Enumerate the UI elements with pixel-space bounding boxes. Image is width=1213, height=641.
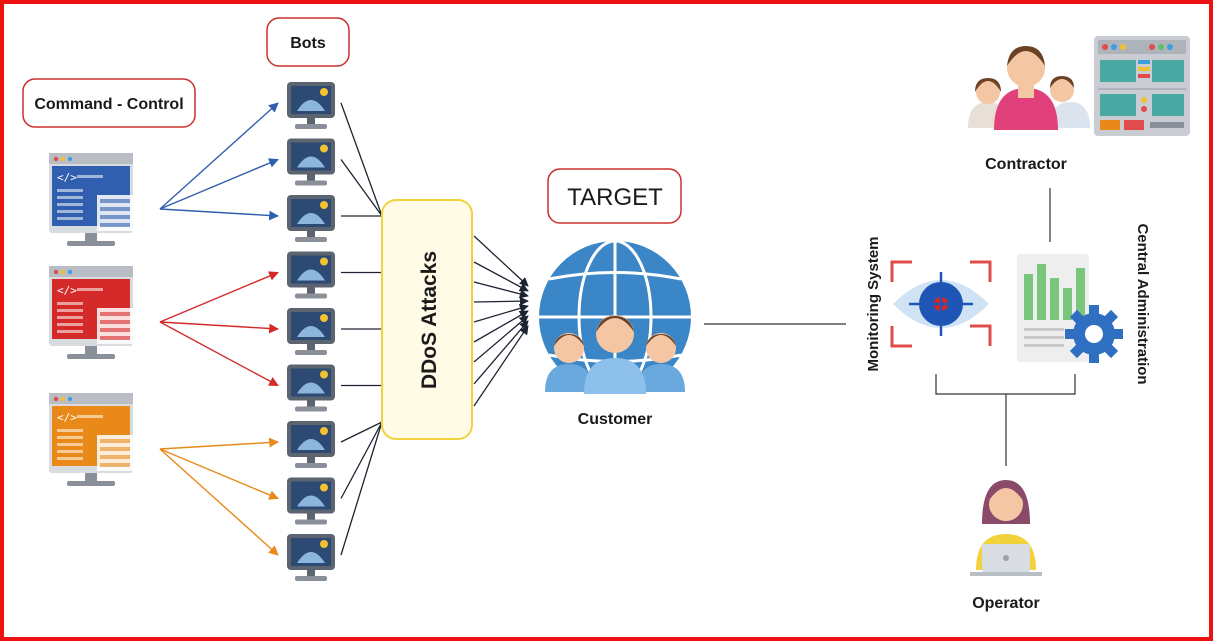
ddos-arrow	[473, 315, 529, 363]
bot-line	[340, 421, 383, 499]
operator-icon	[970, 480, 1042, 576]
ddos-arrow	[473, 320, 529, 385]
svg-text:DDoS Attacks: DDoS Attacks	[418, 251, 441, 389]
ddos-attacks-box: DDoS Attacks	[381, 199, 473, 440]
ddos-arrow	[473, 303, 529, 323]
bot-computer-9	[287, 534, 335, 581]
controller-arrows	[159, 102, 279, 556]
svg-text:TARGET: TARGET	[567, 184, 663, 211]
ddos-arrow	[473, 235, 529, 287]
monitoring-eye-icon	[890, 260, 992, 348]
customer-label: Customer	[578, 411, 653, 428]
bot-computer-1	[287, 82, 335, 129]
ddos-arrow	[473, 325, 529, 407]
bots-label: Bots	[266, 17, 350, 67]
svg-text:Bots: Bots	[290, 35, 326, 52]
bot-computer-5	[287, 308, 335, 355]
bot-line	[340, 159, 383, 217]
controller-arrow	[159, 208, 279, 221]
monitoring-system-label: Monitoring System	[865, 236, 882, 371]
controller-arrow	[159, 321, 279, 387]
controller-arrow	[159, 448, 279, 556]
bot-computer-6	[287, 364, 335, 412]
controller-arrow	[159, 321, 279, 334]
bot-computer-4	[287, 251, 335, 299]
command-computer-red: </>	[49, 266, 133, 359]
control-panel-icon	[1094, 36, 1190, 136]
bot-line	[340, 421, 383, 443]
central-administration-label: Central Administration	[1134, 223, 1151, 384]
customer-people-icon	[545, 315, 685, 394]
ddos-to-target-arrows	[473, 235, 529, 407]
command-computer-orange: </>	[49, 393, 133, 486]
svg-text:</>: </>	[57, 171, 77, 184]
svg-text:Command - Control: Command - Control	[34, 96, 183, 113]
target-label: TARGET	[547, 168, 682, 224]
ddos-diagram: Command - Control Bots </> </> </> DDoS At…	[22, 17, 1190, 612]
bot-computer-8	[287, 477, 335, 525]
bot-computer-3	[287, 195, 335, 242]
bot-computer-2	[287, 138, 335, 186]
admin-bracket	[935, 374, 1076, 395]
bot-computer-7	[287, 421, 335, 468]
ddos-arrow	[473, 296, 529, 306]
bot-line	[340, 102, 383, 217]
controller-arrow	[159, 448, 279, 500]
contractor-people-icon	[968, 46, 1090, 130]
command-control-label: Command - Control	[22, 78, 196, 128]
bot-line	[340, 421, 383, 556]
controller-arrow	[159, 271, 279, 323]
ddos-arrow	[473, 281, 529, 299]
svg-text:</>: </>	[57, 284, 77, 297]
controller-computers: </> </> </>	[49, 153, 133, 486]
contractor-label: Contractor	[985, 156, 1067, 173]
controller-arrow	[159, 158, 279, 210]
gear-icon	[1065, 305, 1123, 363]
command-computer-blue: </>	[49, 153, 133, 246]
controller-arrow	[159, 437, 279, 450]
bot-to-ddos-lines	[340, 102, 383, 556]
controller-arrow	[159, 102, 279, 210]
operator-label: Operator	[972, 595, 1040, 612]
bot-computers	[287, 82, 335, 581]
ddos-arrow	[473, 261, 529, 292]
svg-text:</>: </>	[57, 411, 77, 424]
customer-globe-icon	[539, 239, 691, 395]
